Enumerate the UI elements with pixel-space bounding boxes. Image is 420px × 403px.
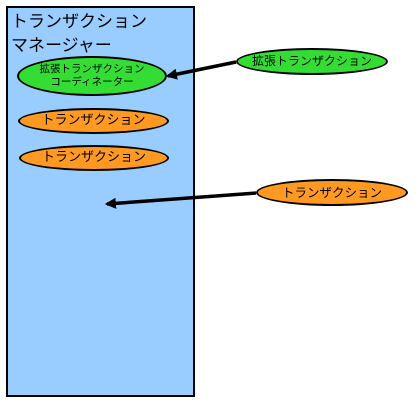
transaction-ellipse-2: トランザクション	[19, 145, 169, 171]
transaction-ellipse-1: トランザクション	[18, 108, 169, 134]
extended-transaction-label: 拡張トランザクション	[251, 54, 372, 69]
coordinator-label-line2: コーディネーター	[50, 76, 134, 88]
coordinator-label-line1: 拡張トランザクション	[39, 62, 145, 75]
arrow-transaction-to-manager	[104, 191, 257, 209]
transaction-manager-title: トランザクション マネージャー	[11, 10, 147, 58]
transaction-label-1: トランザクション	[41, 113, 146, 129]
extended-transaction-ellipse: 拡張トランザクション	[236, 48, 388, 75]
transaction-label-2: トランザクション	[41, 150, 146, 166]
manager-title-line1: トランザクション	[11, 12, 147, 32]
arrow-extended-to-coordinator	[165, 60, 237, 80]
manager-title-line2: マネージャー	[11, 36, 112, 56]
external-transaction-label: トランザクション	[281, 185, 382, 200]
external-transaction-ellipse: トランザクション	[256, 179, 408, 206]
